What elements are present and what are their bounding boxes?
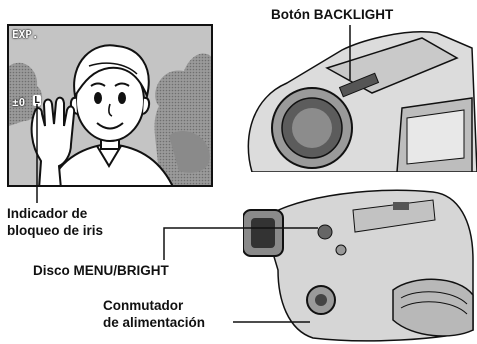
camcorder-top-view bbox=[247, 31, 477, 172]
menu-bright-dial-label: Disco MENU/BRIGHT bbox=[33, 263, 169, 278]
viewfinder-screen: EXP. ±0 L bbox=[7, 24, 213, 187]
person-waving-illustration bbox=[9, 26, 211, 185]
power-switch-label-line1: Conmutador bbox=[103, 298, 184, 313]
power-switch-label-line2: de alimentación bbox=[103, 315, 206, 330]
backlight-button-label: Botón BACKLIGHT bbox=[271, 7, 394, 22]
exposure-value: ±0 bbox=[12, 96, 26, 109]
iris-lock-icon: L bbox=[33, 95, 42, 106]
iris-lock-indicator-label-line2: bloqueo de iris bbox=[7, 223, 104, 238]
exposure-mode-label: EXP. bbox=[12, 28, 39, 41]
iris-lock-indicator-label-line1: Indicador de bbox=[7, 206, 88, 221]
menu-bright-leader-line bbox=[163, 227, 318, 260]
